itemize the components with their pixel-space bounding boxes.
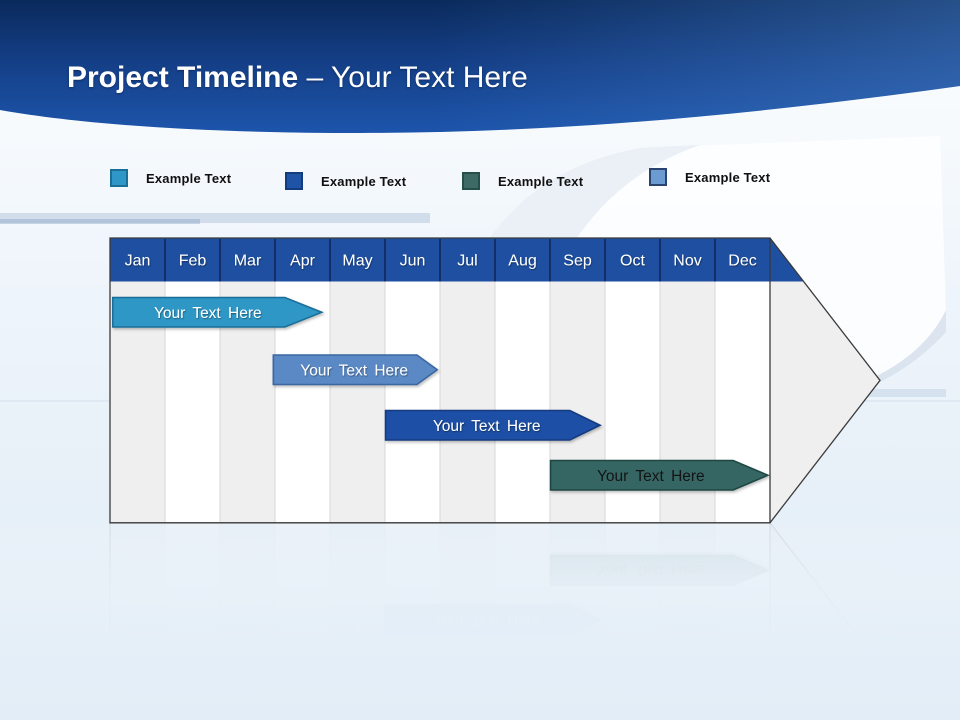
gantt-bar-shape[interactable] [272,354,439,386]
month-label-nov: Nov [673,253,701,270]
legend-item-1[interactable]: Example Text [110,169,231,187]
month-label-jan: Jan [125,253,151,270]
legend-item-2[interactable]: Example Text [285,172,406,190]
month-label-may: May [342,253,372,270]
reflection-fade [0,524,960,720]
gantt-bar-label: Your Text Here [300,362,408,379]
month-label-sep: Sep [563,253,592,270]
legend-swatch-mediumblue-icon [649,168,667,186]
gantt-bar-shape[interactable] [549,459,770,491]
gantt-bar-4[interactable]: Your Text Here [549,459,770,491]
title-bold-text: Project Timeline [67,61,307,94]
gantt-bar-label: Your Text Here [597,468,705,485]
month-label-oct: Oct [620,253,645,270]
legend-swatch-teal-icon [462,172,480,190]
month-labels: Jan Feb Mar Apr May Jun Jul Aug Sep Oct Nov Dec [125,253,757,270]
timeline-outline [109,237,881,524]
month-label-feb: Feb [179,253,207,270]
legend-item-4[interactable]: Example Text [649,168,770,186]
month-label-aug: Aug [508,253,536,270]
column-aug [495,281,550,523]
legend-swatch-lightblue-icon [110,169,128,187]
month-header-row [110,238,804,282]
gantt-bar-label: Your Text Here [154,305,262,322]
title-regular-text: – Your Text Here [306,61,528,94]
column-jul [440,281,495,523]
month-label-mar: Mar [234,253,262,270]
column-may [330,281,385,523]
timeline-arrow-table: Jan Feb Mar Apr May Jun Jul Aug Sep Oct Nov Dec You… [109,237,881,524]
gantt-bar-3[interactable]: Your Text Here [384,409,602,441]
legend-label: Example Text [146,170,232,186]
water-streak [0,213,430,223]
gantt-bar-1[interactable]: Your Text Here [111,296,324,328]
legend-item-3[interactable]: Example Text [462,172,583,190]
month-label-jul: Jul [457,253,477,270]
gantt-bar-2[interactable]: Your Text Here [272,354,439,386]
gantt-bar-shape[interactable] [384,409,602,441]
legend-label: Example Text [498,173,584,189]
month-label-dec: Dec [728,253,756,270]
slide-title[interactable]: Project Timeline – Your Text Here [67,60,528,96]
water-streak [0,219,200,224]
header-band [0,0,960,133]
gantt-bar-label: Your Text Here [433,418,541,435]
gantt-bar-shape[interactable] [111,296,324,328]
legend-swatch-darkblue-icon [285,172,303,190]
month-header-separators [164,239,716,282]
month-label-apr: Apr [290,253,316,270]
column-jun [385,281,440,523]
legend-label: Example Text [685,169,771,185]
month-label-jun: Jun [400,253,426,270]
legend-label: Example Text [321,173,407,189]
header-highlight [0,0,960,133]
